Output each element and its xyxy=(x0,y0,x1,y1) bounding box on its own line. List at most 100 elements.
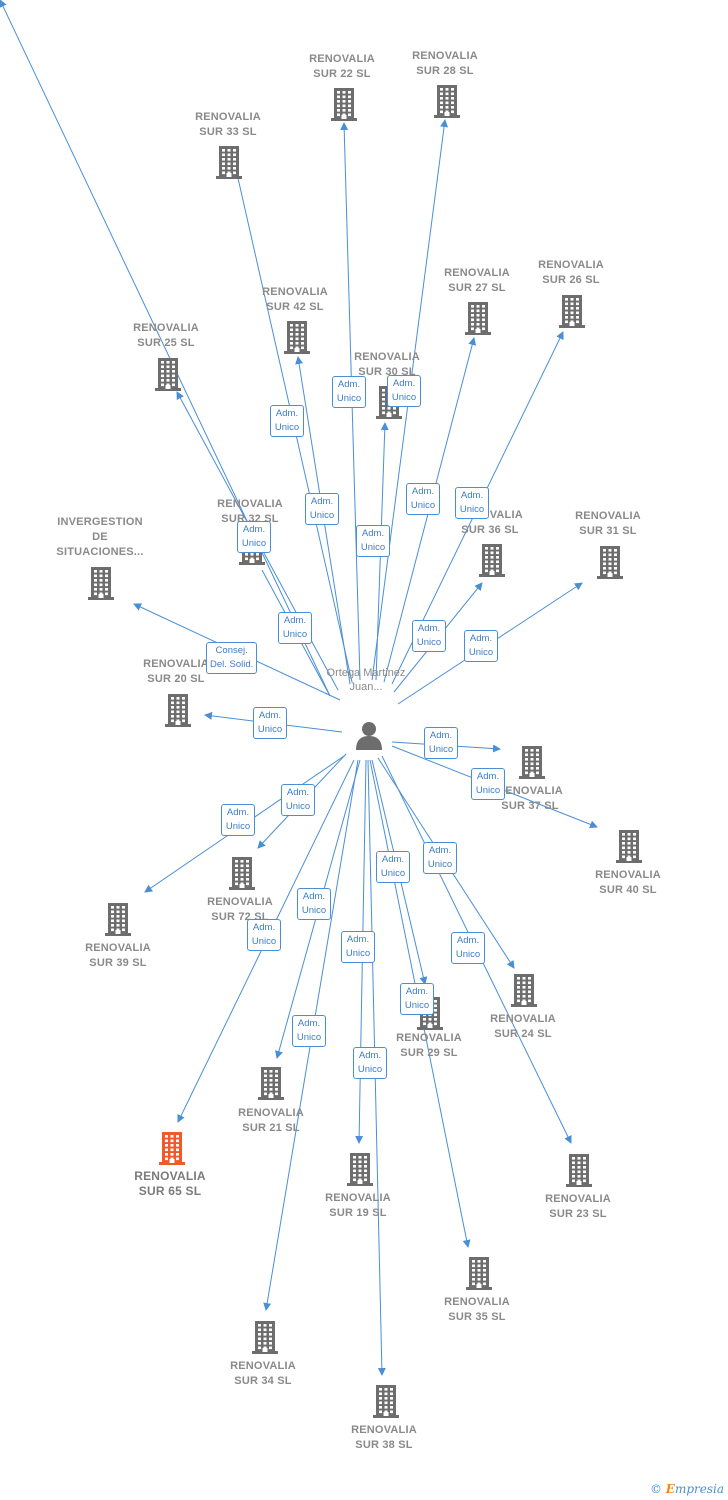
building-icon[interactable] xyxy=(164,693,192,727)
building-icon[interactable] xyxy=(215,145,243,179)
relation-label[interactable]: Adm.Unico xyxy=(332,376,366,408)
relation-label-line: Adm. xyxy=(456,935,480,946)
relation-label[interactable]: Adm.Unico xyxy=(387,375,421,407)
building-icon[interactable] xyxy=(87,566,115,600)
building-icon[interactable] xyxy=(104,902,132,936)
building-icon[interactable] xyxy=(433,84,461,118)
relation-label[interactable]: Adm.Unico xyxy=(455,487,489,519)
relation-label[interactable]: Adm.Unico xyxy=(424,727,458,759)
building-icon[interactable] xyxy=(228,856,256,890)
building-icon[interactable] xyxy=(158,1131,186,1165)
relation-label[interactable]: Adm.Unico xyxy=(471,768,505,800)
building-icon[interactable] xyxy=(372,1384,400,1418)
relation-label[interactable]: Adm.Unico xyxy=(281,784,315,816)
relation-label-line: Adm. xyxy=(476,771,500,782)
relation-label[interactable]: Adm.Unico xyxy=(412,620,446,652)
building-icon[interactable] xyxy=(510,973,538,1007)
relation-label-line: Adm. xyxy=(302,891,326,902)
building-icon[interactable] xyxy=(615,829,643,863)
building-icon[interactable] xyxy=(283,320,311,354)
company-label-line: RENOVALIA xyxy=(444,1296,510,1308)
person-label: Ortega Martinez Juan... xyxy=(326,667,406,693)
company-label-line: RENOVALIA xyxy=(325,1192,391,1204)
building-icon[interactable] xyxy=(518,745,546,779)
relation-label[interactable]: Adm.Unico xyxy=(278,612,312,644)
building-icon[interactable] xyxy=(565,1153,593,1187)
relation-label[interactable]: Adm. Unico xyxy=(247,919,281,951)
building-icon[interactable] xyxy=(465,1256,493,1290)
relation-label-line: Unico xyxy=(282,629,308,640)
brand-footer: © Empresia xyxy=(650,1482,724,1496)
relation-label[interactable]: Adm. Unico xyxy=(237,521,271,553)
brand-logo-initial: E xyxy=(665,1482,675,1496)
relation-label[interactable]: Adm. Unico xyxy=(464,630,498,662)
relation-label-line: Adm. xyxy=(346,934,370,945)
building-icon[interactable] xyxy=(596,545,624,579)
building-icon[interactable] xyxy=(346,1152,374,1186)
relation-label-line: Unico xyxy=(241,538,267,549)
relation-label[interactable]: Adm.Unico xyxy=(253,707,287,739)
relation-label[interactable]: Adm.Unico xyxy=(341,931,375,963)
building-icon[interactable] xyxy=(558,294,586,328)
relation-label-line: Unico xyxy=(257,724,283,735)
building-icon[interactable] xyxy=(478,543,506,577)
company-label-line: RENOVALIA xyxy=(595,869,661,881)
person-icon[interactable] xyxy=(354,720,384,750)
relation-label[interactable]: Consej.Del. Solid. xyxy=(206,642,258,674)
relation-label-line: Adm. xyxy=(381,854,405,865)
relation-label-line: Unico xyxy=(251,936,277,947)
company-label-line: RENOVALIA xyxy=(134,1169,206,1183)
relation-label-line: Adm. xyxy=(469,633,493,644)
building-icon[interactable] xyxy=(154,357,182,391)
company-label-line: SUR 35 SL xyxy=(448,1311,506,1323)
building-icon[interactable] xyxy=(257,1066,285,1100)
building-icon[interactable] xyxy=(330,87,358,121)
relation-label[interactable]: Adm.Unico xyxy=(221,804,255,836)
relation-label[interactable]: Adm.Unico xyxy=(292,1015,326,1047)
relation-label[interactable]: Adm.Unico xyxy=(305,493,339,525)
relation-label[interactable]: Adm.Unico xyxy=(451,932,485,964)
building-icon[interactable] xyxy=(251,1320,279,1354)
company-label-line: RENOVALIA xyxy=(412,50,478,62)
relation-label[interactable]: Adm.Unico xyxy=(423,842,457,874)
relation-label[interactable]: Adm.Unico xyxy=(406,483,440,515)
relation-label-line: Unico xyxy=(468,647,494,658)
relation-label[interactable]: Adm.Unico xyxy=(356,525,390,557)
building-icon[interactable] xyxy=(464,301,492,335)
relation-label[interactable]: Adm.Unico xyxy=(297,888,331,920)
relation-label[interactable]: Adm.Unico xyxy=(400,983,434,1015)
relation-label-line: Adm. xyxy=(242,524,266,535)
relation-label[interactable]: Adm.Unico xyxy=(270,405,304,437)
relation-label[interactable]: Adm.Unico xyxy=(376,851,410,883)
relation-label-line: Adm. xyxy=(252,922,276,933)
relation-label-line: Unico xyxy=(336,393,362,404)
company-label[interactable]: RENOVALIA SUR 35 SL xyxy=(412,1295,542,1325)
company-label-line: SUR 27 SL xyxy=(448,282,506,294)
company-label-line: INVERGESTION xyxy=(57,516,143,528)
company-label-line: RENOVALIA xyxy=(238,1107,304,1119)
relation-label[interactable]: Adm.Unico xyxy=(353,1047,387,1079)
